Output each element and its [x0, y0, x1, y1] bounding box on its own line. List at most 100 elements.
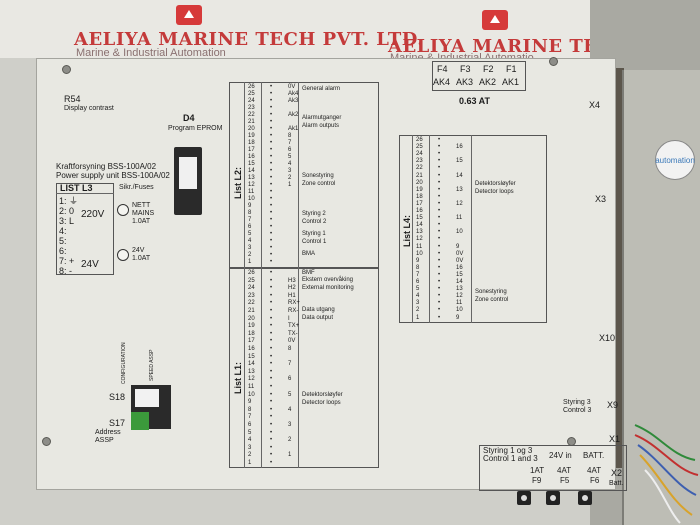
terminal-signal: 5 [288, 391, 292, 398]
d4-description: Program EPROM [168, 125, 223, 132]
terminal-pin: 12 [248, 376, 255, 383]
terminal-pin: 1 [416, 314, 420, 321]
terminal-pin: 25 [248, 277, 255, 284]
terminal-signal: 14 [456, 279, 463, 285]
terminal-signal: 10 [456, 307, 463, 314]
terminal-mark-icon: • [270, 277, 273, 284]
terminal-mark-icon: • [270, 105, 273, 111]
terminal-mark-icon: • [270, 323, 273, 330]
bottom-fuse-box [479, 445, 627, 491]
fuse-holder-f5[interactable] [546, 491, 560, 505]
terminal-mark-icon: • [270, 368, 273, 375]
fuse-column-sublabel: AK3 [456, 77, 474, 87]
terminal-mark-icon: • [438, 165, 441, 172]
terminal-signal: 14 [456, 172, 463, 179]
terminal-pin: 26 [248, 270, 255, 276]
terminal-mark-icon: • [270, 182, 273, 188]
terminal-pin: 9 [416, 257, 420, 264]
terminal-group-label: Ekstern overvåking [302, 277, 354, 283]
watermark-subtitle: Marine & Industrial Automation [76, 47, 226, 59]
terminal-signal: TX- [288, 330, 298, 337]
terminal-group-label: BMF [302, 270, 315, 276]
dc-fuse-rating: 1.0AT [132, 255, 151, 262]
terminal-signal: 8 [288, 346, 292, 352]
terminal-mark-icon: • [270, 391, 273, 398]
terminal-group-label: Sonestyring [302, 173, 334, 179]
terminal-pin: 17 [416, 200, 423, 207]
terminal-pin: 11 [248, 189, 255, 195]
screw-icon [62, 65, 71, 74]
terminal-mark-icon: • [270, 252, 273, 258]
terminal-pin: 10 [248, 391, 255, 398]
terminal-signal: 4 [288, 406, 292, 413]
terminal-mark-icon: • [270, 245, 273, 251]
terminal-pin: 6 [416, 279, 420, 285]
fuse-holder-f9[interactable] [517, 491, 531, 505]
terminal-mark-icon: • [270, 189, 273, 195]
terminal-signal: 1 [288, 182, 292, 188]
terminal-pin: 22 [248, 112, 255, 118]
terminal-group-label-en: Control 1 [302, 239, 327, 245]
terminal-pin: 14 [248, 168, 255, 174]
automation-badge: automation [655, 140, 695, 180]
terminal-mark-icon: • [438, 264, 441, 271]
terminal-pin: 10 [248, 196, 255, 202]
brand-logo-icon [176, 5, 202, 25]
terminal-mark-icon: • [438, 307, 441, 314]
terminal-pin: 2 [248, 252, 252, 258]
list-l4-box [399, 135, 547, 323]
connector-x3: X3 [595, 194, 607, 204]
fuse-column-sublabel: AK4 [433, 77, 451, 87]
terminal-mark-icon: • [438, 243, 441, 250]
terminal-mark-icon: • [270, 154, 273, 160]
terminal-mark-icon: • [438, 186, 441, 193]
connector-x9: X9 [607, 400, 619, 410]
list-l1-box [229, 268, 379, 468]
terminal-mark-icon: • [270, 406, 273, 413]
terminal-signal: TX+ [288, 323, 300, 330]
terminal-mark-icon: • [270, 429, 273, 436]
terminal-pin: 14 [416, 222, 423, 229]
terminal-mark-icon: • [270, 308, 273, 314]
terminal-group-label-en: External monitoring [302, 285, 354, 291]
terminal-pin: 9 [248, 203, 252, 209]
list-l4-title: List L4: [402, 214, 412, 247]
terminal-mark-icon: • [438, 208, 441, 214]
fuse-holder-f6[interactable] [578, 491, 592, 505]
terminal-mark-icon: • [270, 361, 273, 368]
terminal-group-label: Styring 1 [302, 231, 326, 237]
terminal-mark-icon: • [270, 444, 273, 451]
terminal-pin: 23 [416, 158, 423, 165]
terminal-mark-icon: • [270, 437, 273, 444]
list-l3-row: 3: L [59, 216, 75, 226]
terminal-pin: 12 [416, 236, 423, 243]
terminal-signal: 6 [288, 147, 292, 153]
s17-description-2: ASSP [95, 437, 114, 444]
terminal-signal: Ak1 [288, 126, 299, 132]
terminal-signal: 9 [456, 314, 460, 321]
terminal-pin: 1 [248, 259, 252, 265]
r54-label: R54 [64, 94, 81, 104]
terminal-mark-icon: • [270, 338, 273, 345]
terminal-pin: 20 [248, 315, 255, 322]
terminal-pin: 24 [248, 285, 255, 292]
terminal-pin: 5 [416, 286, 420, 293]
terminal-pin: 24 [416, 151, 423, 158]
terminal-mark-icon: • [438, 279, 441, 285]
fuse-column-label: F4 [437, 64, 448, 74]
list-l3-row: 4: [59, 226, 67, 236]
terminal-signal: 15 [456, 158, 463, 165]
terminal-pin: 2 [248, 452, 252, 459]
terminal-signal: 2 [288, 437, 292, 444]
terminal-pin: 22 [248, 300, 255, 307]
terminal-mark-icon: • [270, 399, 273, 406]
f9-label: F9 [532, 476, 542, 485]
f5-label: F5 [560, 476, 570, 485]
address-switch[interactable] [131, 412, 149, 430]
s17-description-1: Address [95, 429, 121, 436]
terminal-pin: 4 [248, 238, 252, 244]
mains-label: MAINS [132, 210, 155, 217]
terminal-pin: 4 [248, 437, 252, 444]
terminal-signal: 6 [288, 376, 292, 383]
terminal-mark-icon: • [438, 222, 441, 229]
